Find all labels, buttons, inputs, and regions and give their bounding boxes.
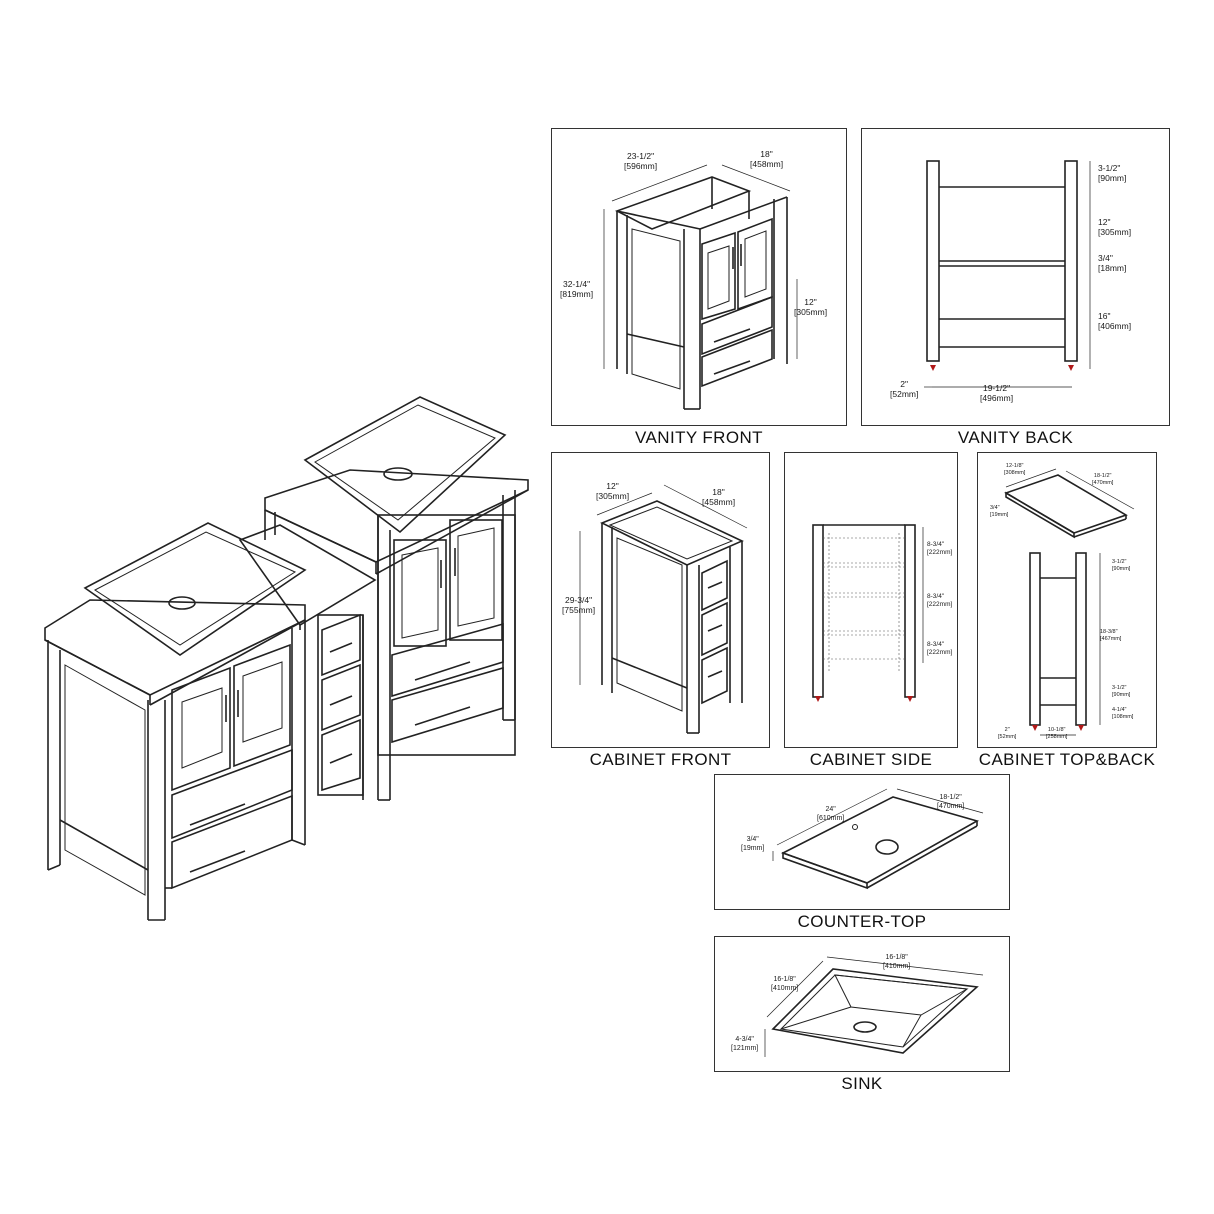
vb-dim-shelf: 3/4"[18mm] (1098, 253, 1127, 273)
ct-dim-thick: 3/4"[19mm] (741, 836, 765, 852)
ctb-dim-r3: 3-1/2"[90mm] (1112, 685, 1131, 698)
ctb-dim-r1: 3-1/2"[90mm] (1112, 559, 1131, 572)
assembly-illustration (44, 396, 529, 921)
vanity-front-panel: 23-1/2" [596mm] 18" [458mm] 32-1/4" [819… (551, 128, 847, 426)
vb-dim-inner: 19-1/2"[496mm] (980, 383, 1014, 403)
cf-dim-height: 29-3/4"[755mm] (562, 595, 596, 615)
vanity-back-caption: VANITY BACK (957, 428, 1074, 447)
ctb-dim-inner: 10-1/8"[258mm] (1046, 727, 1068, 740)
vf-dim-depth: 18" [458mm] (750, 149, 784, 169)
cs-dim-1: 8-3/4"[222mm] (927, 541, 953, 556)
cs-dim-2: 8-3/4"[222mm] (927, 593, 953, 608)
vanity-back-drawing (924, 160, 1091, 388)
sink-dim-d: 16-1/8"[410mm] (771, 976, 799, 992)
cf-dim-width: 12"[305mm] (596, 481, 630, 501)
sink-dim-h: 4-3/4"[121mm] (731, 1036, 759, 1052)
cabinet-front-panel: 12"[305mm] 18"[458mm] 29-3/4"[755mm] (551, 452, 770, 748)
ctb-dim-leg: 2"[52mm] (998, 727, 1017, 740)
ctb-dim-r2: 18-3/8"[467mm] (1100, 629, 1122, 642)
left-vanity (44, 599, 306, 921)
vb-dim-upper: 12"[305mm] (1098, 217, 1132, 237)
sink-caption: SINK (841, 1074, 883, 1093)
cabinet-side-panel: 8-3/4"[222mm] 8-3/4"[222mm] 8-3/4"[222mm… (784, 452, 958, 748)
vb-dim-top: 3-1/2"[90mm] (1098, 163, 1127, 183)
counter-top-panel: 24"[610mm] 18-1/2"[470mm] 3/4"[19mm] (714, 774, 1010, 910)
red-arrow-marker-icon (1032, 725, 1038, 731)
cf-dim-depth: 18"[458mm] (702, 487, 736, 507)
right-vanity (264, 469, 529, 801)
cs-dim-3: 8-3/4"[222mm] (927, 641, 953, 656)
counter-top-caption: COUNTER-TOP (797, 912, 927, 931)
vb-dim-leg: 2"[52mm] (890, 379, 919, 399)
red-arrow-marker-icon (907, 696, 913, 702)
ctb-dim-top-w: 12-1/8"[308mm] (1004, 463, 1026, 476)
ct-dim-width: 24"[610mm] (817, 806, 845, 822)
counter-top-drawing (772, 788, 984, 890)
vb-dim-lower: 16"[406mm] (1098, 311, 1132, 331)
red-arrow-marker-icon (930, 365, 936, 371)
vanity-front-caption: VANITY FRONT (635, 428, 763, 447)
cabinet-side-drawing (812, 524, 924, 702)
ctb-dim-top-t: 3/4"[19mm] (990, 505, 1009, 518)
cabinet-topback-caption: CABINET TOP&BACK (978, 750, 1156, 769)
ctb-dim-top-d: 18-1/2"[470mm] (1092, 473, 1114, 486)
ct-dim-depth: 18-1/2"[470mm] (937, 794, 965, 810)
sink-panel: 16-1/8"[410mm] 16-1/8"[410mm] 4-3/4"[121… (714, 936, 1010, 1072)
vf-dim-height: 32-1/4" [819mm] (560, 279, 594, 299)
vanity-front-drawing (603, 164, 798, 410)
middle-cabinet (238, 524, 377, 800)
vf-dim-drawer: 12" [305mm] (794, 297, 828, 317)
red-arrow-marker-icon (1078, 725, 1084, 731)
red-arrow-marker-icon (1068, 365, 1074, 371)
cabinet-front-caption: CABINET FRONT (589, 750, 732, 769)
cabinet-side-caption: CABINET SIDE (809, 750, 933, 769)
sink-drawing (764, 956, 984, 1057)
right-vessel-sink (303, 396, 507, 534)
red-arrow-marker-icon (815, 696, 821, 702)
vf-dim-width: 23-1/2" [596mm] (624, 151, 658, 171)
cabinet-topback-panel: 12-1/8"[308mm] 18-1/2"[470mm] 3/4"[19mm]… (977, 452, 1157, 748)
vanity-back-panel: 3-1/2"[90mm] 12"[305mm] 3/4"[18mm] 16"[4… (861, 128, 1170, 426)
left-vessel-sink (83, 522, 307, 656)
cabinet-front-drawing (579, 484, 748, 734)
ctb-dim-r4: 4-1/4"[108mm] (1112, 707, 1134, 720)
sink-dim-w: 16-1/8"[410mm] (883, 954, 911, 970)
cabinet-topback-drawing (1004, 468, 1135, 736)
